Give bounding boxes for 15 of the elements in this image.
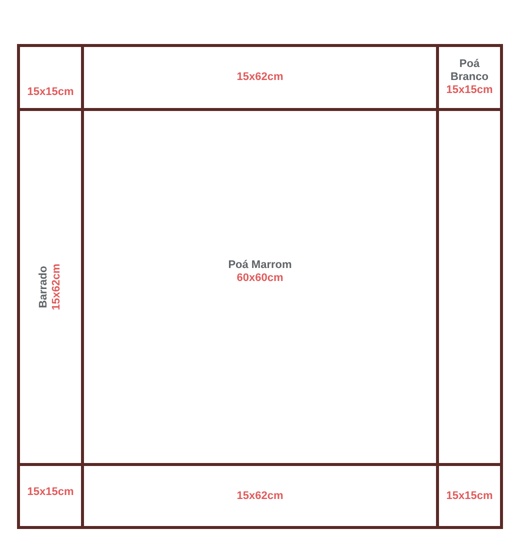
panel-name: Poá Branco <box>450 58 490 84</box>
quilt-panel <box>17 44 84 111</box>
quilt-panel <box>436 44 503 111</box>
dimension-text: 15x62cm <box>236 71 284 84</box>
quilt-panel <box>17 463 84 529</box>
dimension-text: 15x15cm <box>446 490 493 502</box>
quilt-panel <box>436 463 503 529</box>
panel-name: Poá Marrom <box>228 259 292 272</box>
panel-name: Barrado <box>38 266 50 308</box>
dimension-text: 15x62cm <box>236 490 284 502</box>
dimension-text: 15x15cm <box>446 84 493 97</box>
dimension-text: 60x60cm <box>236 272 284 285</box>
dimension-text: 15x62cm <box>50 264 64 310</box>
dimension-text: 15x15cm <box>27 486 74 498</box>
dimension-text: 15x15cm <box>27 86 74 99</box>
